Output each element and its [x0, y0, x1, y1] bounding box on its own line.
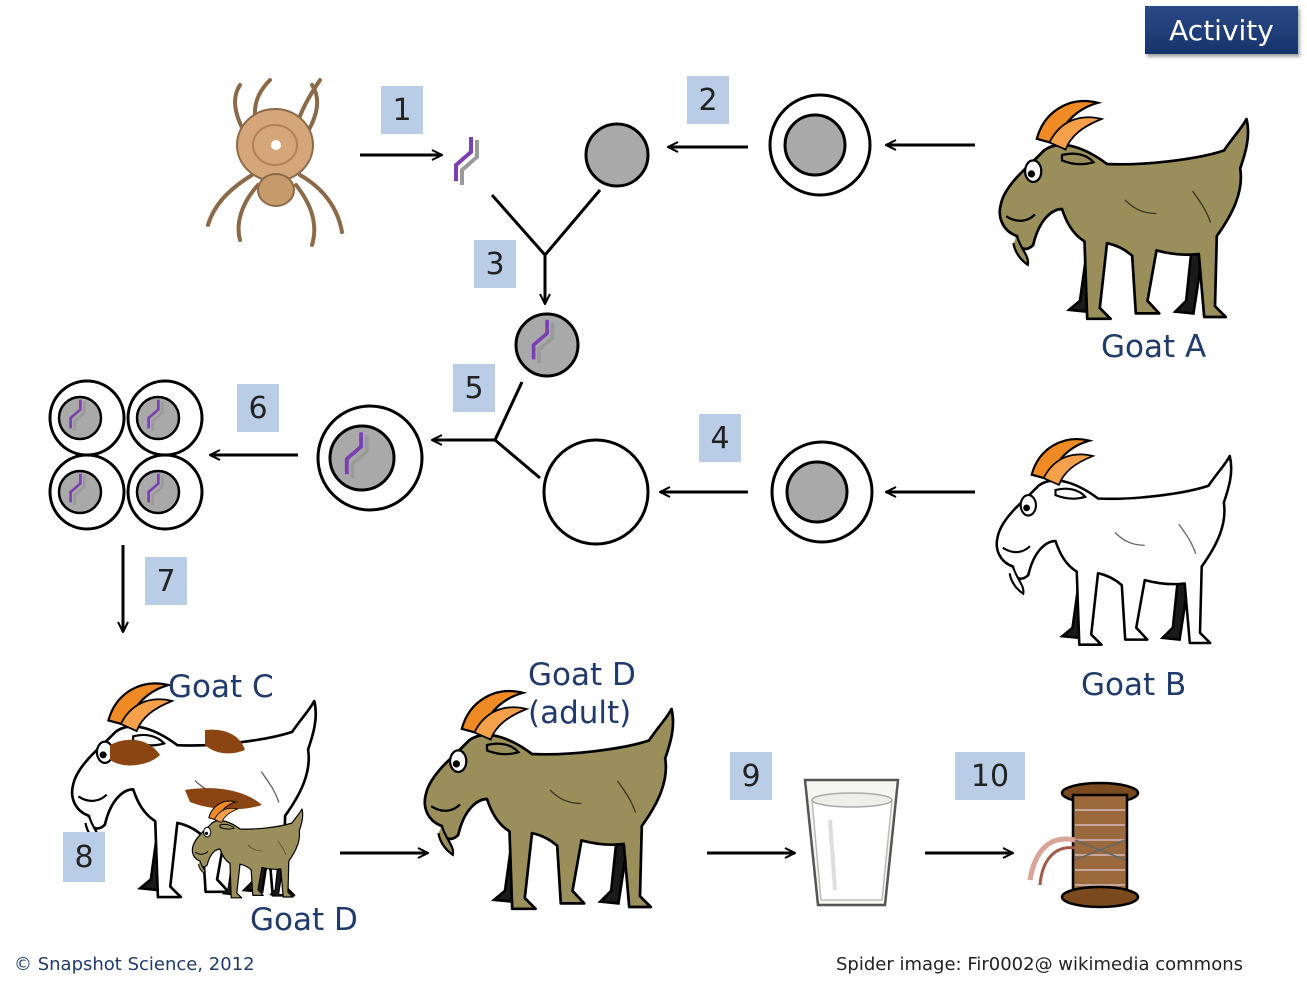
goat-d-adult-label-line2: (adult) [528, 698, 631, 729]
goat-a-label: Goat A [1101, 332, 1206, 363]
step-badge-8: 8 [63, 832, 105, 882]
goat-a-nucleus [586, 124, 648, 186]
merge-lines-5 [495, 382, 540, 478]
activity-button[interactable]: Activity [1145, 6, 1298, 54]
fused-cell [318, 406, 422, 510]
goat-b-label: Goat B [1081, 670, 1186, 701]
goat-b-cell [772, 442, 872, 542]
spider-image [208, 80, 342, 245]
step-badge-10: 10 [955, 752, 1025, 800]
step-badge-9: 9 [730, 752, 772, 800]
step-badge-7: 7 [145, 557, 187, 605]
goat-a-icon [1000, 101, 1248, 319]
step-badge-4: 4 [699, 414, 741, 462]
step-badge-6: 6 [237, 384, 279, 432]
goat-a-cell [770, 95, 870, 195]
goat-b-icon [997, 439, 1231, 645]
step-badge-5: 5 [453, 364, 495, 412]
image-credit-text: Spider image: Fir0002@ wikimedia commons [836, 956, 1243, 974]
goat-d-label: Goat D [250, 905, 358, 936]
modified-nucleus [516, 314, 578, 376]
step-badge-2: 2 [687, 76, 729, 124]
goat-c-label: Goat C [168, 672, 274, 703]
step-badge-3: 3 [474, 240, 516, 288]
step-badge-1: 1 [381, 86, 423, 134]
copyright-text: © Snapshot Science, 2012 [14, 956, 255, 974]
milk-glass-icon [805, 780, 898, 905]
enucleated-egg [544, 440, 648, 544]
embryo-cells [50, 381, 202, 529]
thread-spool-icon [1030, 783, 1138, 907]
spider-gene-icon [456, 137, 477, 185]
goat-d-adult-label-line1: Goat D [528, 660, 636, 691]
